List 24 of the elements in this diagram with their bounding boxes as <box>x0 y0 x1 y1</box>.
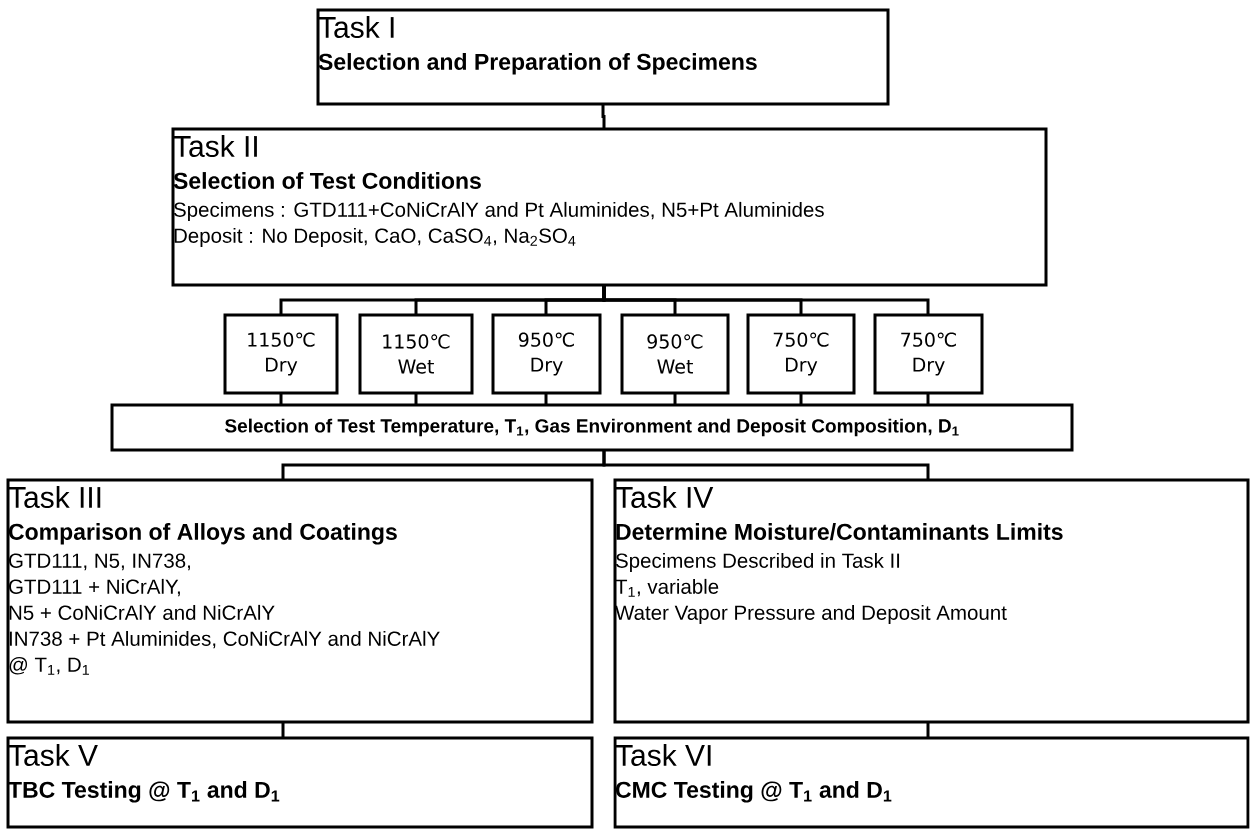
task-box: Task VI CMC Testing @ T$_{1}$ and D$_{1}$ <box>613 736 1250 829</box>
connector-line <box>544 393 548 405</box>
condition-box: 950℃ Dry <box>491 313 602 395</box>
task-box: Task II Selection of Test Conditions Specimens : GTD111+CoNiCrAlY and Pt Aluminides, N5+Pt Aluminides Deposit : No Deposit, CaO, CaSO$_{4}$, Na$_{2}$SO$_{4}$ <box>171 127 1048 287</box>
condition-box: 750℃ Dry <box>873 313 984 395</box>
condition-box: 750℃ Dry <box>746 313 856 395</box>
task-box: Task III Comparison of Alloys and Coatings GTD111, N5, IN738, GTD111 + NiCrAlY, N5 + CoNiCrAlY and NiCrAlY IN738 + Pt Aluminides, CoNiCrAlY and NiCrAlY @ T$_{1}$, D$_{1}$ <box>6 478 594 724</box>
condition-box: 950℃ Wet <box>620 313 730 395</box>
connector-line <box>926 722 930 738</box>
selection-bar: Selection of Test Temperature, T$_{1}$, Gas Environment and Deposit Composition, D$_{1}$ <box>110 403 1074 452</box>
condition-box: 1150℃ Wet <box>358 313 474 395</box>
connector-line <box>601 104 606 129</box>
task-box: Task IV Determine Moisture/Contaminants Limits Specimens Described in Task II T$_{1}$, variable Water Vapor Pressure and Deposit Amount <box>613 478 1250 724</box>
connector-line <box>414 393 418 405</box>
connector-line <box>926 393 930 405</box>
connector-line <box>673 393 677 405</box>
connector-line <box>281 722 285 738</box>
connector-line <box>602 285 930 315</box>
task-box: Task V TBC Testing @ T$_{1}$ and D$_{1}$ <box>6 736 594 829</box>
connector-line <box>602 450 930 480</box>
condition-box: 1150℃ Dry <box>223 313 339 395</box>
connector-line <box>279 393 283 405</box>
task-box: Task I Selection and Preparation of Specimens <box>316 8 890 106</box>
connector-line <box>799 393 803 405</box>
